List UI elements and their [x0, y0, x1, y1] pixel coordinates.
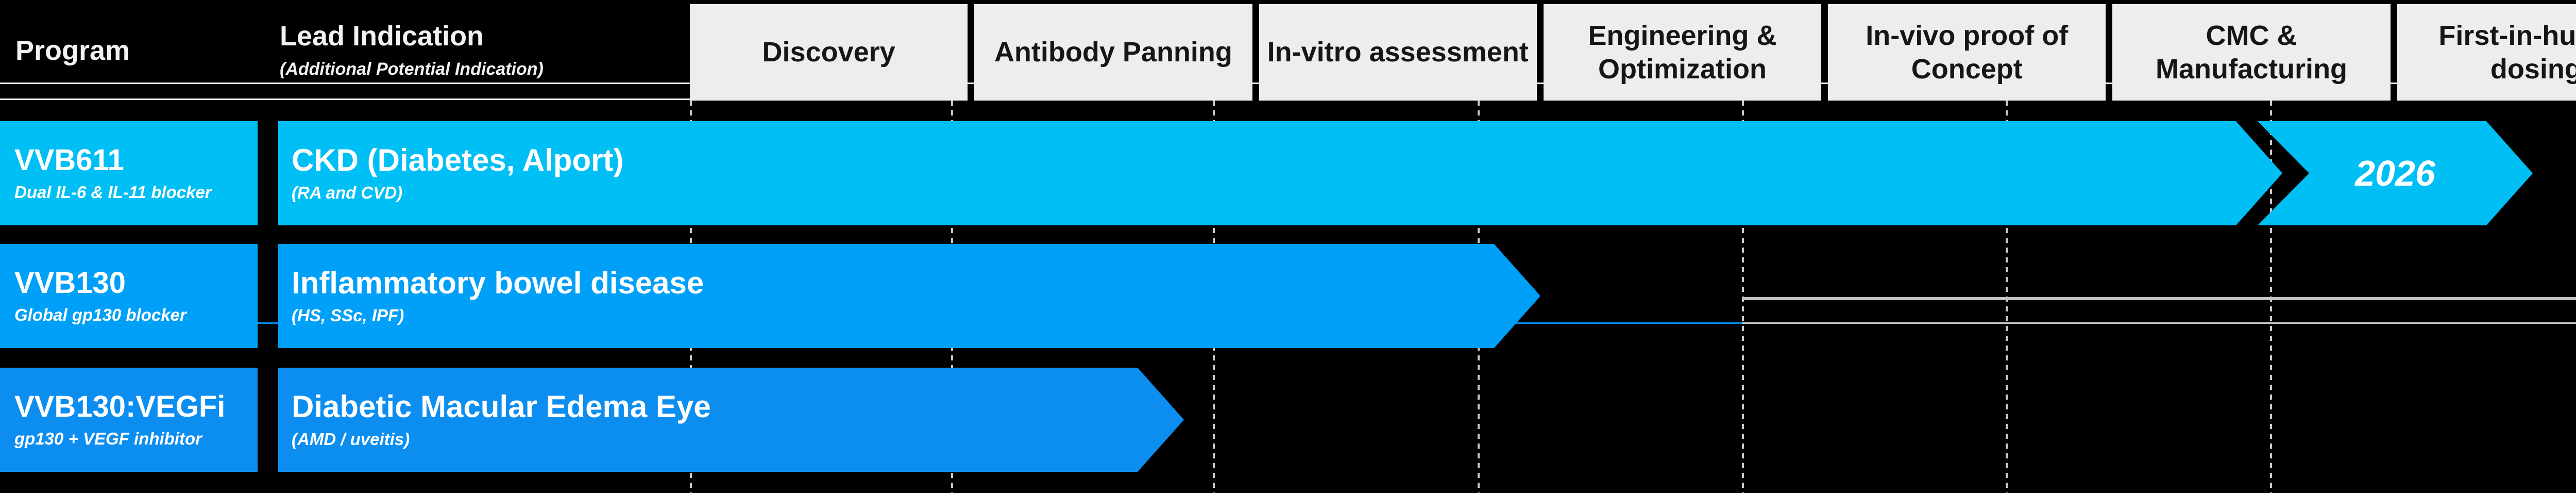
program-subtitle: Global gp130 blocker [14, 305, 187, 325]
program-box: VVB611 Dual IL-6 & IL-11 blocker [0, 121, 258, 225]
projection-line-thin-gray [1742, 322, 2576, 324]
bar-subtitle: (AMD / uveitis) [292, 430, 410, 449]
stage-header-discovery: Discovery [690, 4, 968, 101]
program-column-header: Program [15, 35, 130, 66]
bar-title: Inflammatory bowel disease [292, 265, 704, 300]
stage-header-cmc-manufacturing: CMC & Manufacturing [2112, 4, 2391, 101]
additional-indication-label: (Additional Potential Indication) [280, 59, 544, 79]
milestone-arrow: 2026 [2258, 121, 2533, 225]
stage-header-engineering-optimization: Engineering & Optimization [1543, 4, 1822, 101]
stage-header-in-vitro-assessment: In-vitro assessment [1259, 4, 1537, 101]
program-box: VVB130:VEGFi gp130 + VEGF inhibitor [0, 368, 258, 472]
stage-header-antibody-panning: Antibody Panning [974, 4, 1252, 101]
milestone-year: 2026 [2355, 153, 2435, 193]
stage-gridline [2270, 101, 2272, 493]
lead-indication-label: Lead Indication [280, 21, 484, 52]
bar-subtitle: (HS, SSc, IPF) [292, 306, 404, 325]
stage-gridline [2006, 101, 2008, 493]
projection-line-thick-gray [1742, 297, 2576, 300]
program-subtitle: gp130 + VEGF inhibitor [14, 429, 202, 449]
bar-subtitle: (RA and CVD) [292, 183, 403, 203]
stage-header-row: Discovery Antibody Panning In-vitro asse… [690, 4, 2576, 101]
table-header-left: Program Lead Indication (Additional Pote… [0, 0, 690, 101]
lead-indication-column-header: Lead Indication (Additional Potential In… [263, 21, 544, 79]
pipeline-row-vvb130-vegfi: VVB130:VEGFi gp130 + VEGF inhibitor Diab… [0, 368, 2576, 472]
bar-title: CKD (Diabetes, Alport) [292, 142, 624, 177]
pipeline-row-vvb130: VVB130 Global gp130 blocker Inflammatory… [0, 244, 2576, 348]
indication-bar: CKD (Diabetes, Alport) (RA and CVD) [278, 121, 2282, 225]
program-title: VVB130 [14, 266, 126, 300]
program-box: VVB130 Global gp130 blocker [0, 244, 258, 348]
program-subtitle: Dual IL-6 & IL-11 blocker [14, 183, 212, 202]
stage-header-first-in-human-dosing: First-in-human dosing [2397, 4, 2576, 101]
stage-header-in-vivo-proof-of-concept: In-vivo proof of Concept [1828, 4, 2106, 101]
header-divider-line-bottom [0, 98, 690, 100]
program-title: VVB130:VEGFi [14, 389, 226, 423]
program-title: VVB611 [14, 143, 124, 177]
indication-bar: Diabetic Macular Edema Eye (AMD / uveiti… [278, 368, 1184, 472]
indication-bar: Inflammatory bowel disease (HS, SSc, IPF… [278, 244, 1540, 348]
pipeline-row-vvb611: VVB611 Dual IL-6 & IL-11 blocker CKD (Di… [0, 121, 2576, 225]
bar-title: Diabetic Macular Edema Eye [292, 389, 711, 424]
stage-gridline [1742, 101, 1744, 493]
